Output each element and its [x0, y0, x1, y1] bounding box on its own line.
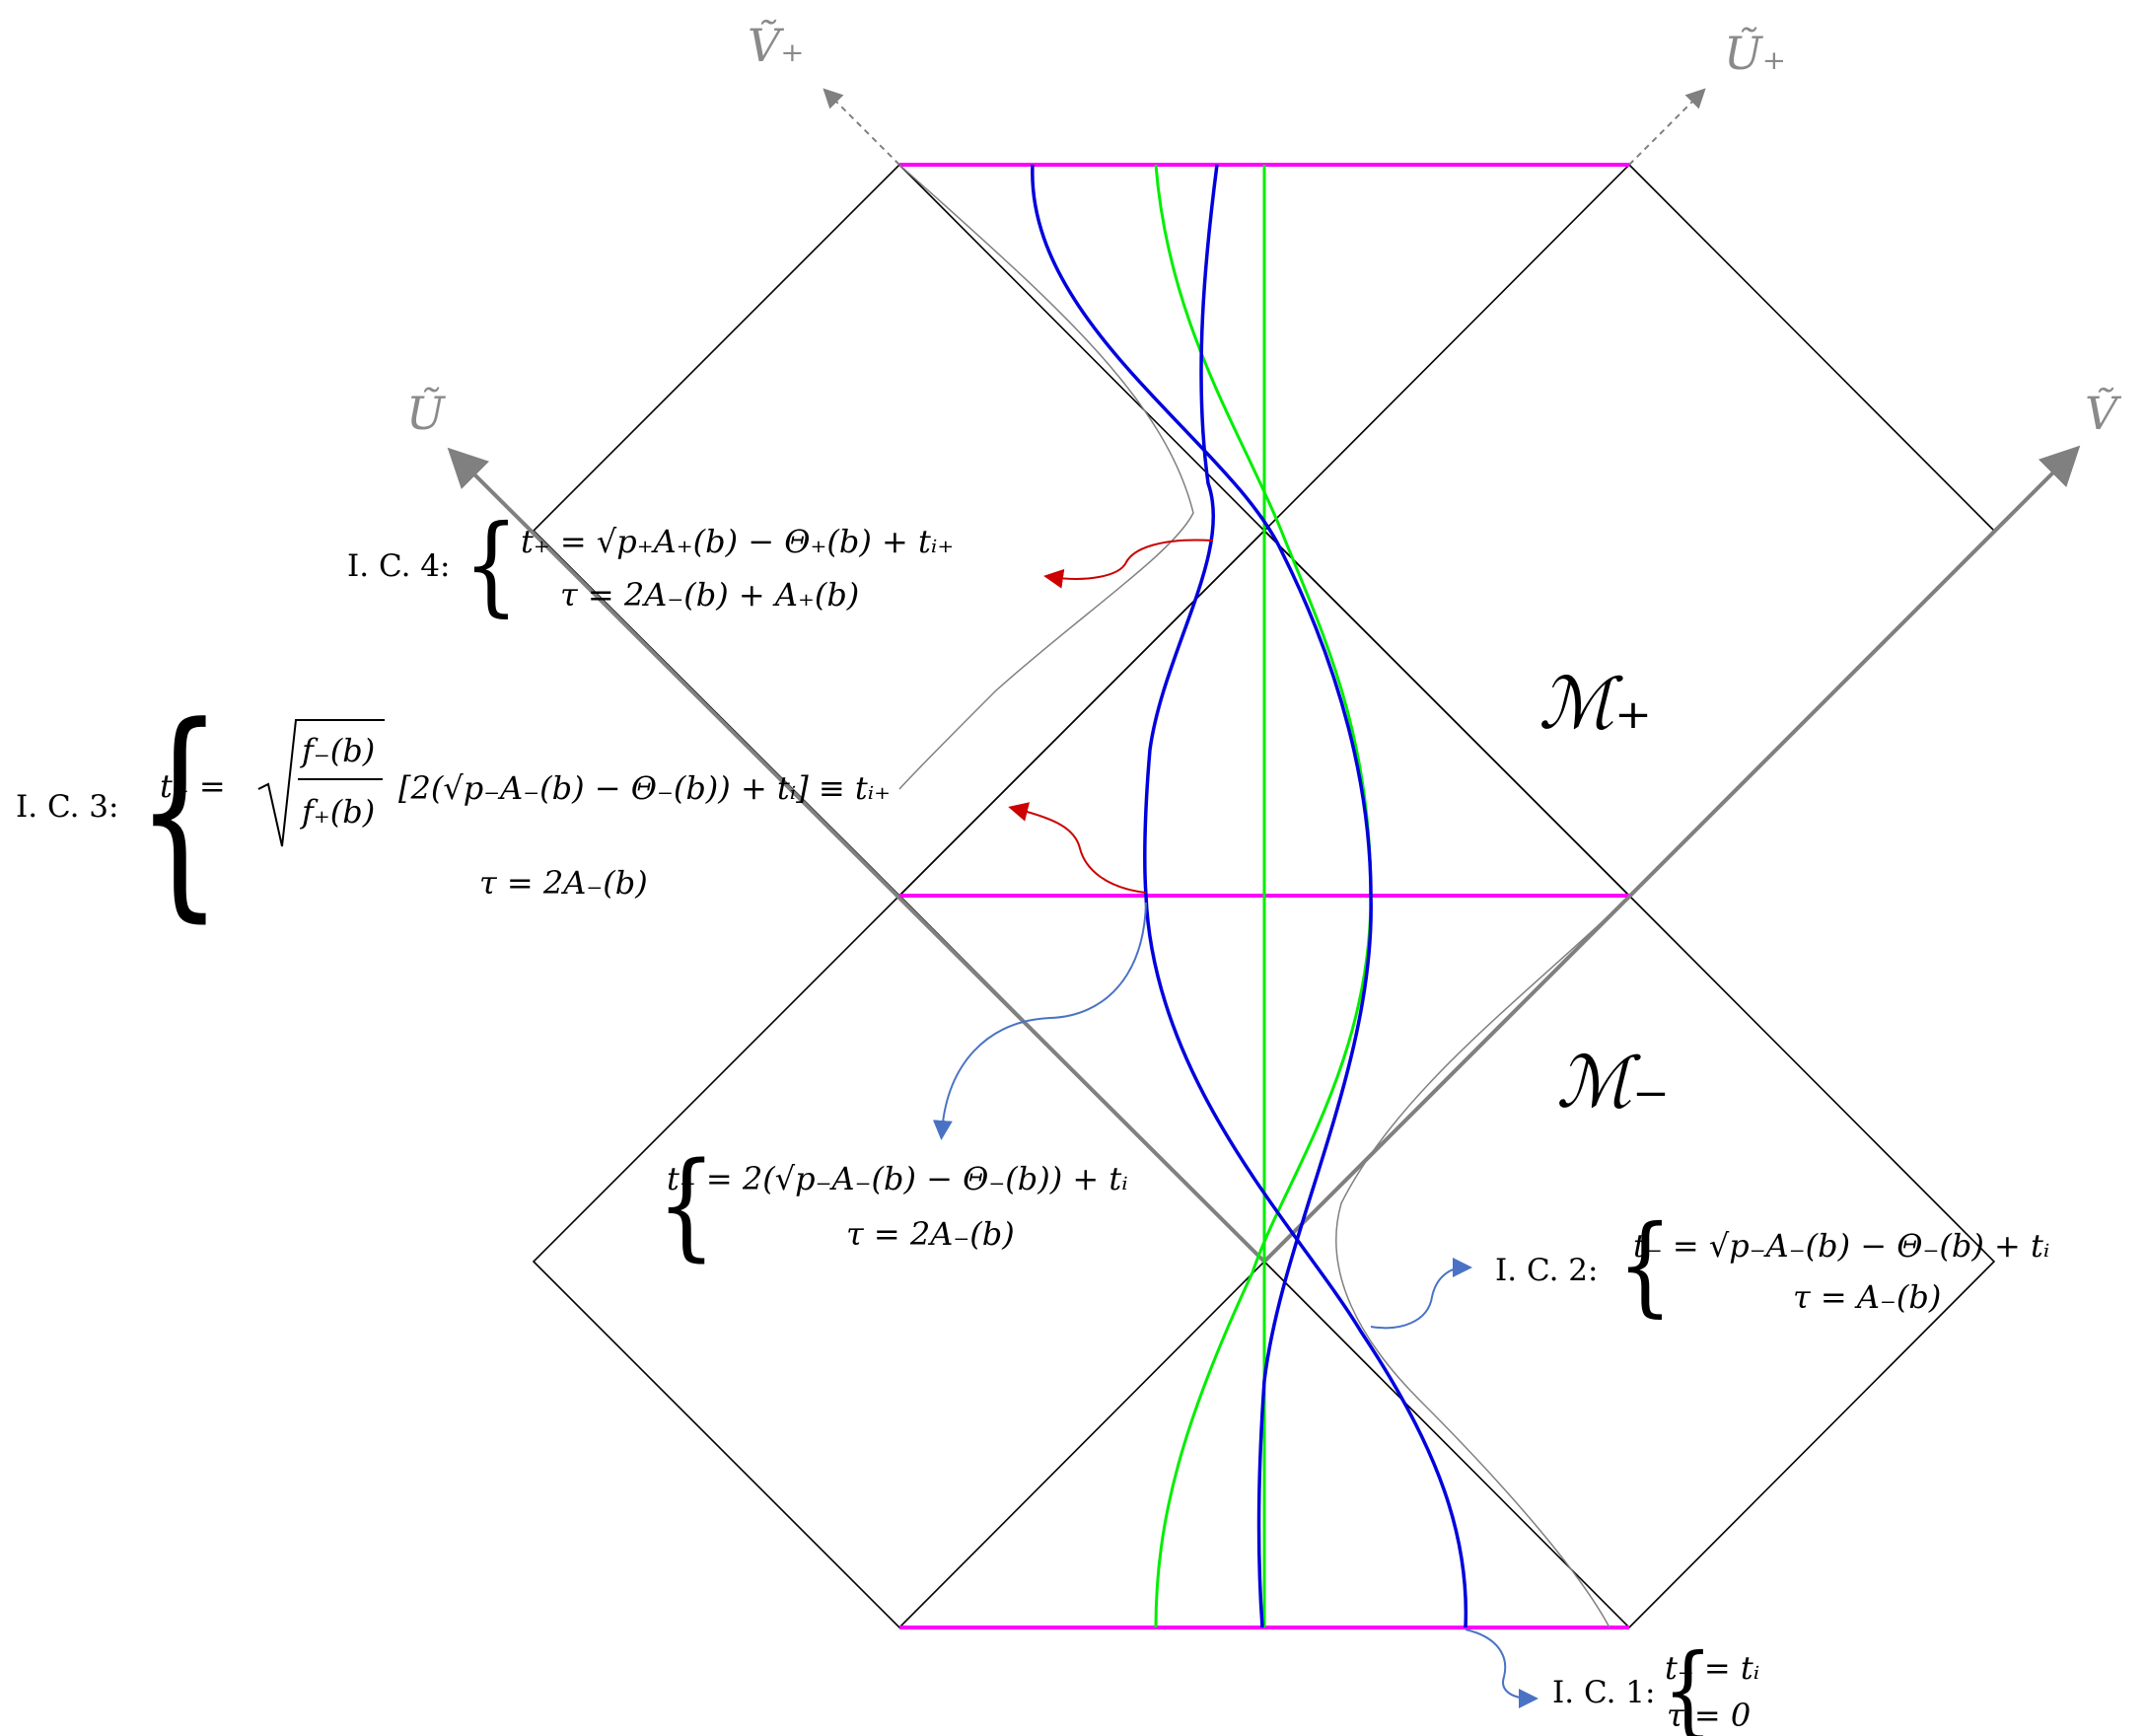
blue-arrow-ic2 — [1370, 1258, 1472, 1330]
ic4-group: I. C. 4: { t₊ = √p₊A₊(b) − Θ₊(b) + tᵢ₊ τ… — [347, 503, 954, 628]
blue-worldline-a — [1031, 164, 1373, 1628]
mid-brace: { — [657, 1138, 716, 1273]
v-tilde-axis — [1262, 445, 2081, 1264]
v-tilde-label: Ṽ — [2085, 387, 2122, 440]
mid-line1: t₋ = 2(√p₋A₋(b) − Θ₋(b)) + tᵢ — [667, 1160, 1128, 1197]
ic3-line1-lhs: t₊ = — [160, 767, 226, 805]
ic2-label: I. C. 2: — [1495, 1253, 1598, 1288]
mid-line2: τ = 2A₋(b) — [846, 1215, 1015, 1253]
diamond-lower-left — [532, 894, 1266, 1629]
ic2-line2: τ = A₋(b) — [1793, 1278, 1941, 1316]
ic1-brace: { — [1663, 1633, 1713, 1736]
thin-curve-upper — [898, 164, 1194, 790]
ic3-sqrt-sign — [257, 719, 385, 847]
ic4-brace: { — [464, 503, 519, 628]
v-plus-axis — [823, 88, 900, 166]
u-plus-axis — [1628, 88, 1706, 166]
region-m-plus: ℳ₊ — [1538, 662, 1652, 745]
ic3-frac-num: f₋(b) — [300, 732, 375, 769]
region-m-minus: ℳ₋ — [1556, 1041, 1670, 1123]
mid-group: { t₋ = 2(√p₋A₋(b) − Θ₋(b)) + tᵢ τ = 2A₋(… — [657, 1138, 1128, 1273]
ic4-label: I. C. 4: — [347, 548, 450, 584]
ic3-frac-den: f₊(b) — [300, 793, 375, 831]
red-arrow-ic4 — [1043, 539, 1214, 589]
ic1-group: I. C. 1: { t₋ = tᵢ τ = 0 — [1552, 1633, 1759, 1736]
thin-curve-lower — [1335, 895, 1630, 1628]
ic1-line1: t₋ = tᵢ — [1665, 1649, 1759, 1687]
ic3-line1-rhs: [2(√p₋A₋(b) − Θ₋(b)) + tᵢ] ≡ tᵢ₊ — [398, 769, 891, 807]
ic3-label: I. C. 3: — [16, 789, 118, 825]
blue-worldline-b — [1143, 164, 1468, 1628]
blue-arrow-mid — [932, 902, 1147, 1140]
ic2-line1: t₋ = √p₋A₋(b) − Θ₋(b) + tᵢ — [1633, 1227, 2049, 1265]
ic3-line2: τ = 2A₋(b) — [479, 864, 648, 902]
ic2-brace: { — [1617, 1203, 1673, 1329]
diamond-upper-right — [1262, 163, 1996, 898]
ic1-label: I. C. 1: — [1552, 1675, 1655, 1710]
ic4-line2: τ = 2A₋(b) + A₊(b) — [560, 576, 859, 614]
v-plus-label: Ṽ₊ — [748, 19, 805, 72]
ic3-group: I. C. 3: { t₊ = f₋(b) f₊(b) [2(√p₋A₋(b) … — [16, 678, 891, 942]
ic2-group: I. C. 2: { t₋ = √p₋A₋(b) − Θ₋(b) + tᵢ τ … — [1495, 1203, 2049, 1329]
ic3-brace: { — [136, 678, 223, 942]
blue-arrow-ic1 — [1465, 1628, 1538, 1708]
u-tilde-label: Ũ — [406, 387, 447, 440]
red-arrow-ic3 — [1008, 802, 1147, 894]
u-tilde-axis — [447, 447, 1266, 1264]
ic1-line2: τ = 0 — [1667, 1697, 1751, 1734]
ic4-line1: t₊ = √p₊A₊(b) − Θ₊(b) + tᵢ₊ — [521, 523, 954, 560]
u-plus-label: Ũ₊ — [1724, 27, 1786, 80]
